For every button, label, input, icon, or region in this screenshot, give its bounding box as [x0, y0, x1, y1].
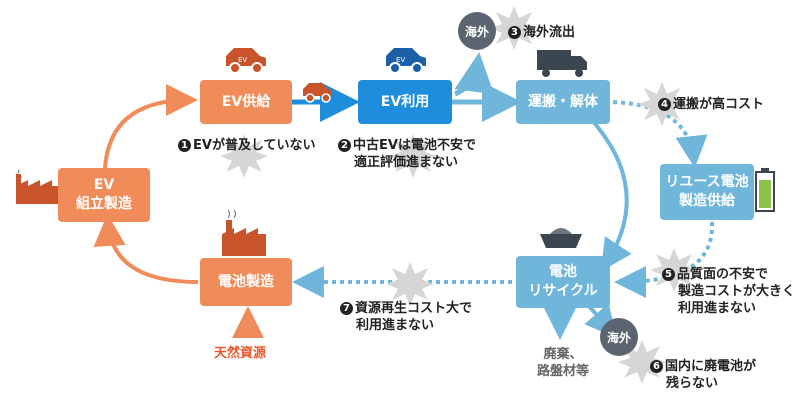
box-transport-dismantle: 運搬・解体: [516, 80, 610, 124]
box-reuse-line2: 製造供給: [679, 193, 735, 209]
car-icon: [303, 83, 332, 103]
overseas-circle: 海外: [458, 12, 496, 50]
box-ev-assembly: EV 組立製造: [58, 168, 150, 222]
box-reuse-battery: リユース電池製造供給: [660, 164, 754, 220]
issue-7-line1: 資源再生コスト大で: [355, 301, 473, 316]
factory-icon: [16, 170, 58, 204]
issue-6-number: 6: [650, 360, 663, 373]
issue-1-number: 1: [178, 139, 191, 152]
box-recycle-line1: 電池: [549, 264, 577, 280]
box-battery-manufacturing: 電池製造: [200, 258, 292, 306]
issue-7-line2: 利用進まない: [356, 318, 435, 333]
issue-4-text: 運搬が高コスト: [673, 97, 765, 112]
burst-icon: [220, 134, 268, 178]
box-ev-assembly-line1: EV: [93, 177, 115, 193]
arrow-battery-to-assembly: [93, 214, 199, 284]
car-icon: EV: [386, 48, 426, 74]
waste-label: 廃棄、路盤材等: [530, 346, 596, 380]
box-ev-assembly-line2: 組立製造: [76, 196, 132, 212]
issue-2-line2: 適正評価進まない: [354, 155, 459, 170]
issue-7-number: 7: [340, 302, 353, 315]
issue-2-line1: 中古EVは電池不安で: [353, 138, 476, 153]
issue-6-line1: 国内に廃電池が: [665, 359, 757, 374]
issue-5-number: 5: [662, 268, 675, 281]
waste-line2: 路盤材等: [536, 364, 589, 379]
svg-text:EV: EV: [396, 56, 405, 64]
arrow-assembly-to-supply: [103, 84, 198, 169]
burst-icon: [650, 248, 698, 292]
box-ev-supply: EV供給: [200, 80, 292, 124]
box-ev-use: EV利用: [358, 80, 452, 124]
overseas-circle-2: 海外: [600, 318, 638, 356]
arrow-reuse-to-recycle: [614, 221, 715, 298]
car-icon: EV: [226, 48, 266, 74]
natural-resources-label: 天然資源: [214, 346, 267, 361]
box-battery-recycle: 電池リサイクル: [516, 256, 610, 308]
box-reuse-line1: リユース電池: [665, 174, 749, 190]
issue-4-number: 4: [658, 98, 671, 111]
burst-icon: [389, 134, 437, 178]
box-recycle-line2: リサイクル: [528, 283, 598, 299]
factory-icon: [222, 210, 266, 256]
issue-5-line1: 品質面の不安で: [677, 267, 769, 282]
issue-2-number: 2: [338, 139, 351, 152]
issue-5-line3: 利用進まない: [678, 301, 757, 316]
truck-icon: [537, 50, 587, 77]
arrow-transport-to-reuse: [604, 100, 708, 168]
arrow-transport-to-recycle: [588, 116, 632, 272]
issue-5-line2: 製造コストが大きく: [678, 284, 796, 299]
recycle-bin-icon: [540, 228, 582, 248]
issue-3-number: 3: [508, 26, 521, 39]
issue-6-line2: 残らない: [666, 376, 719, 391]
battery-icon: [755, 168, 775, 212]
burst-icon: [386, 262, 434, 306]
waste-line1: 廃棄、: [543, 347, 583, 362]
arrow-overseas-outflow: [453, 52, 495, 97]
issue-1-text: EVが普及していない: [193, 138, 316, 153]
svg-text:EV: EV: [238, 56, 247, 64]
issue-3-text: 海外流出: [523, 25, 576, 40]
